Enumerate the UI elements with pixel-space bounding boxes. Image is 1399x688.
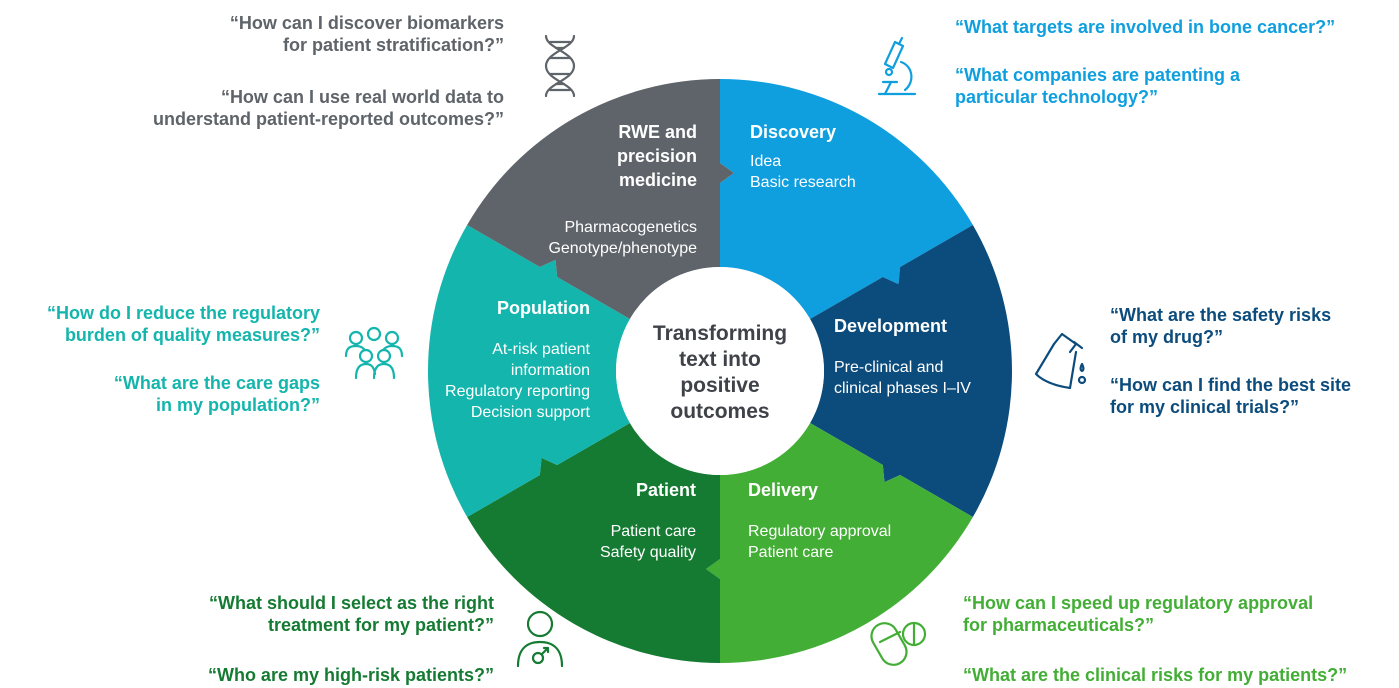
center-title-line: positive bbox=[680, 374, 759, 397]
segment-title-patient: Patient bbox=[636, 480, 696, 500]
center-hub bbox=[616, 267, 824, 475]
question-patient: “What should I select as the right treat… bbox=[208, 593, 494, 635]
segment-detail-population: Regulatory reporting bbox=[445, 383, 590, 400]
segment-detail-patient: Patient care bbox=[611, 523, 696, 540]
flask-icon bbox=[1026, 330, 1090, 394]
segment-detail-development: clinical phases I–IV bbox=[834, 380, 971, 397]
question-development: “How can I find the best site for my cli… bbox=[1110, 375, 1352, 417]
question-population: “What are the care gaps in my population… bbox=[113, 373, 320, 415]
segment-discovery bbox=[720, 79, 973, 319]
segment-detail-rwe: Genotype/phenotype bbox=[548, 240, 697, 257]
segment-title-discovery: Discovery bbox=[750, 122, 836, 142]
segment-detail-rwe: Pharmacogenetics bbox=[564, 219, 697, 236]
segment-development bbox=[810, 225, 1012, 517]
segment-detail-delivery: Regulatory approval bbox=[748, 523, 891, 540]
segment-detail-population: information bbox=[511, 362, 590, 379]
dna-icon bbox=[528, 34, 592, 98]
segment-detail-development: Pre-clinical and bbox=[834, 359, 943, 376]
segment-delivery bbox=[706, 423, 973, 663]
segment-rwe bbox=[467, 79, 734, 319]
segment-title-rwe: RWE and bbox=[618, 122, 697, 142]
segment-title-development: Development bbox=[834, 316, 947, 336]
segment-patient bbox=[467, 423, 720, 663]
question-rwe: “How can I discover biomarkers for patie… bbox=[229, 13, 504, 55]
segment-detail-population: Decision support bbox=[471, 404, 591, 421]
microscope-icon bbox=[865, 36, 929, 100]
pill-icon bbox=[870, 604, 934, 668]
question-development: “What are the safety risks of my drug?” bbox=[1110, 305, 1332, 347]
segment-detail-discovery: Basic research bbox=[750, 174, 856, 191]
segment-population bbox=[428, 225, 630, 517]
group-icon bbox=[342, 322, 406, 386]
question-delivery: “How can I speed up regulatory approval … bbox=[963, 593, 1314, 635]
segment-detail-patient: Safety quality bbox=[600, 544, 696, 561]
segment-title-rwe: precision bbox=[617, 146, 697, 166]
segment-title-rwe: medicine bbox=[619, 170, 697, 190]
segment-detail-discovery: Idea bbox=[750, 153, 781, 170]
center-title-line: Transforming bbox=[653, 322, 787, 345]
question-discovery: “What targets are involved in bone cance… bbox=[955, 17, 1336, 37]
question-rwe: “How can I use real world data to unders… bbox=[152, 87, 504, 129]
center-title-line: text into bbox=[679, 348, 761, 371]
segment-detail-population: At-risk patient bbox=[492, 341, 590, 358]
question-population: “How do I reduce the regulatory burden o… bbox=[46, 303, 320, 345]
segment-detail-delivery: Patient care bbox=[748, 544, 833, 561]
question-discovery: “What companies are patenting a particul… bbox=[955, 65, 1241, 107]
segment-title-delivery: Delivery bbox=[748, 480, 818, 500]
question-patient: “Who are my high-risk patients?” bbox=[207, 665, 494, 685]
center-title-line: outcomes bbox=[670, 400, 769, 423]
patient-icon bbox=[508, 608, 572, 672]
question-delivery: “What are the clinical risks for my pati… bbox=[963, 665, 1348, 685]
segment-title-population: Population bbox=[497, 298, 590, 318]
